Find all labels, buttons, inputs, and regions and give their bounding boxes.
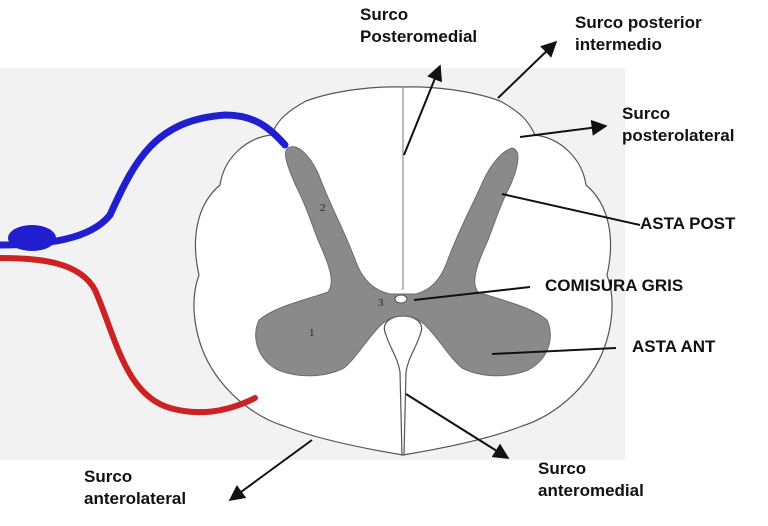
region-number-asta-post: 2 — [320, 202, 326, 214]
arrow-surco-posterolateral — [519, 119, 608, 138]
leader-asta-post — [501, 193, 641, 226]
label-surco-posterolateral: Surco posterolateral — [622, 104, 735, 145]
label-asta-post: ASTA POST — [640, 214, 736, 233]
region-number-comisura: 3 — [378, 297, 384, 309]
posterior-root-ganglion — [8, 225, 56, 251]
arrow-surco-anteromedial — [405, 393, 510, 459]
label-asta-ant: ASTA ANT — [632, 337, 716, 356]
gray-matter — [255, 146, 551, 377]
arrow-surco-posteromedial — [403, 64, 443, 156]
region-number-asta-ant: 1 — [309, 327, 315, 339]
anterior-root — [0, 255, 258, 416]
label-comisura-gris: COMISURA GRIS — [545, 276, 684, 295]
central-canal — [394, 294, 408, 304]
label-surco-anteromedial: Surco anteromedial — [538, 459, 644, 500]
leader-comisura-gris — [413, 286, 531, 301]
label-surco-posterior-intermedio: Surco posterior intermedio — [575, 13, 702, 54]
leader-asta-ant — [491, 347, 617, 355]
label-surco-anterolateral: Surco anterolateral — [84, 467, 187, 508]
arrow-surco-anterolateral — [228, 439, 313, 501]
label-surco-posteromedial: Surco Posteromedial — [360, 5, 478, 46]
arrow-surco-posterior-intermedio — [497, 40, 558, 99]
posterior-root — [0, 111, 289, 249]
